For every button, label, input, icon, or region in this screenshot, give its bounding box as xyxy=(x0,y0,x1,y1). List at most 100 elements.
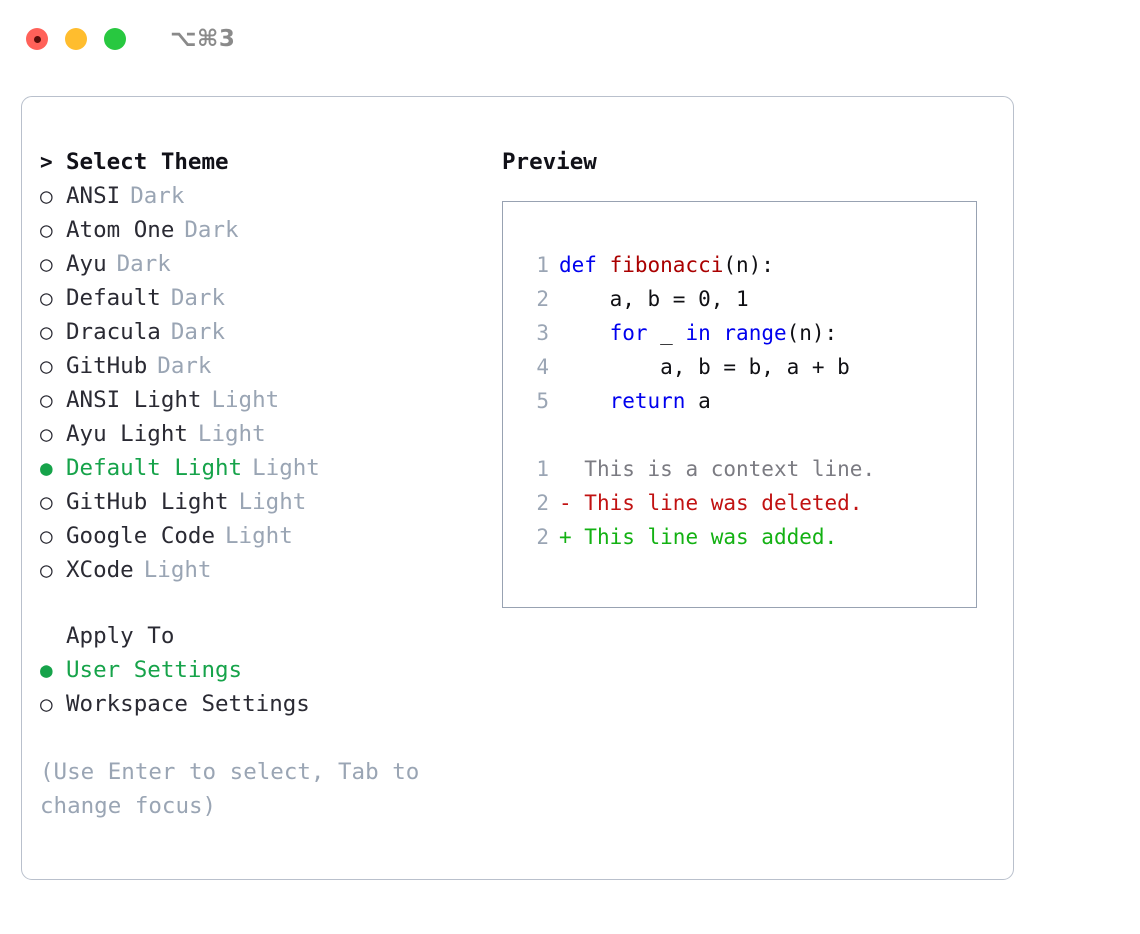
apply-to-item[interactable]: ●User Settings xyxy=(40,653,482,687)
code-token xyxy=(711,321,724,345)
diff-line: 2+ This line was added. xyxy=(523,520,976,554)
theme-mode-tag: Dark xyxy=(184,217,239,243)
theme-name: XCode xyxy=(66,557,134,583)
radio-unselected-icon[interactable]: ○ xyxy=(40,252,53,276)
traffic-lights xyxy=(26,28,126,50)
apply-to-item[interactable]: ○ Workspace Settings xyxy=(40,687,482,721)
theme-list-item[interactable]: ○ ANSI Light Light xyxy=(40,383,482,417)
theme-list-item[interactable]: ○ GitHub Dark xyxy=(40,349,482,383)
code-line-text: a, b = 0, 1 xyxy=(559,282,749,316)
diff-line-text: This is a context line. xyxy=(571,457,876,481)
apply-to-name: Workspace Settings xyxy=(66,691,310,717)
theme-name: GitHub xyxy=(66,353,148,379)
theme-mode-tag: Light xyxy=(252,455,320,481)
code-sample: 1 def fibonacci(n): 2 a, b = 0, 1 3 for _ i… xyxy=(523,248,976,418)
theme-name: GitHub Light xyxy=(66,489,229,515)
theme-list-item[interactable]: ○ Dracula Dark xyxy=(40,315,482,349)
theme-mode-tag: Light xyxy=(143,557,212,583)
code-token xyxy=(559,321,610,345)
theme-list-item[interactable]: ○ Ayu Light Light xyxy=(40,417,482,451)
section-spacer xyxy=(40,587,482,619)
radio-unselected-icon[interactable]: ○ xyxy=(40,692,53,716)
apply-to-label: Apply To xyxy=(66,623,175,649)
code-token: return xyxy=(609,389,686,413)
theme-mode-tag: Dark xyxy=(170,319,226,345)
code-token: (n): xyxy=(786,321,838,345)
diff-line-number: 2 xyxy=(536,525,549,549)
theme-mode-tag: Dark xyxy=(157,353,212,379)
diff-line-number: 1 xyxy=(536,457,549,481)
radio-selected-icon[interactable]: ● xyxy=(40,456,53,480)
theme-name: Default Light xyxy=(66,455,243,481)
theme-name: Google Code xyxy=(66,523,216,549)
radio-unselected-icon[interactable]: ○ xyxy=(40,558,53,582)
preview-box: 1 def fibonacci(n): 2 a, b = 0, 1 3 for _ i… xyxy=(502,201,977,608)
code-line-number: 1 xyxy=(536,253,549,277)
code-line-number: 2 xyxy=(536,287,549,311)
theme-list-item[interactable]: ○ XCode Light xyxy=(40,553,482,587)
radio-unselected-icon[interactable]: ○ xyxy=(40,490,53,514)
code-token: a, b = 0, 1 xyxy=(559,287,749,311)
code-line-text: for _ in range(n): xyxy=(559,316,838,350)
radio-selected-icon[interactable]: ● xyxy=(40,658,53,682)
zoom-window-button[interactable] xyxy=(104,28,126,50)
theme-name: ANSI xyxy=(66,183,121,209)
theme-name: Ayu Light xyxy=(66,421,188,447)
code-token xyxy=(559,389,610,413)
select-theme-header: > Select Theme xyxy=(40,145,482,179)
caret-icon: > xyxy=(40,150,53,174)
theme-list-item[interactable]: ● Default Light Light xyxy=(40,451,482,485)
theme-name: Ayu xyxy=(66,251,107,277)
diff-line-text: This line was added. xyxy=(571,525,838,549)
theme-name: Default xyxy=(66,285,161,311)
theme-name: Dracula xyxy=(66,319,161,345)
diff-sample: 1 This is a context line.2- This line wa… xyxy=(523,452,976,554)
code-line: 3 for _ in range(n): xyxy=(523,316,976,350)
radio-unselected-icon[interactable]: ○ xyxy=(40,524,53,548)
code-token: a xyxy=(685,389,711,413)
radio-unselected-icon[interactable]: ○ xyxy=(40,422,53,446)
radio-unselected-icon[interactable]: ○ xyxy=(40,388,53,412)
radio-unselected-icon[interactable]: ○ xyxy=(40,184,53,208)
radio-unselected-icon[interactable]: ○ xyxy=(40,286,53,310)
hint-text: (Use Enter to select, Tab to change focu… xyxy=(40,759,420,819)
code-line: 1 def fibonacci(n): xyxy=(523,248,976,282)
diff-marker xyxy=(559,452,572,486)
theme-mode-tag: Light xyxy=(197,421,266,447)
close-window-button[interactable] xyxy=(26,28,48,50)
radio-unselected-icon[interactable]: ○ xyxy=(40,320,53,344)
code-token: range xyxy=(723,321,787,345)
code-line: 4 a, b = b, a + b xyxy=(523,350,976,384)
titlebar: ⌥⌘3 xyxy=(0,0,1140,78)
diff-line-number: 2 xyxy=(536,491,549,515)
code-token: (n): xyxy=(723,253,774,277)
apply-to-header: Apply To xyxy=(40,619,482,653)
theme-list-item[interactable]: ○ Default Dark xyxy=(40,281,482,315)
select-theme-label: Select Theme xyxy=(66,149,229,175)
theme-mode-tag: Light xyxy=(211,387,280,413)
minimize-window-button[interactable] xyxy=(65,28,87,50)
theme-mode-tag: Dark xyxy=(170,285,226,311)
code-diff-spacer xyxy=(523,418,976,452)
diff-line: 1 This is a context line. xyxy=(523,452,976,486)
radio-unselected-icon[interactable]: ○ xyxy=(40,354,53,378)
theme-name: ANSI Light xyxy=(66,387,202,413)
code-line-text: def fibonacci(n): xyxy=(559,248,774,282)
code-line-text: a, b = b, a + b xyxy=(559,350,850,384)
diff-line: 2- This line was deleted. xyxy=(523,486,976,520)
spacer-icon xyxy=(40,619,66,653)
code-line-text: return a xyxy=(559,384,711,418)
keyboard-shortcut-label: ⌥⌘3 xyxy=(170,26,236,52)
code-token: def xyxy=(559,253,610,277)
radio-unselected-icon[interactable]: ○ xyxy=(40,218,53,242)
code-token: _ xyxy=(647,321,686,345)
